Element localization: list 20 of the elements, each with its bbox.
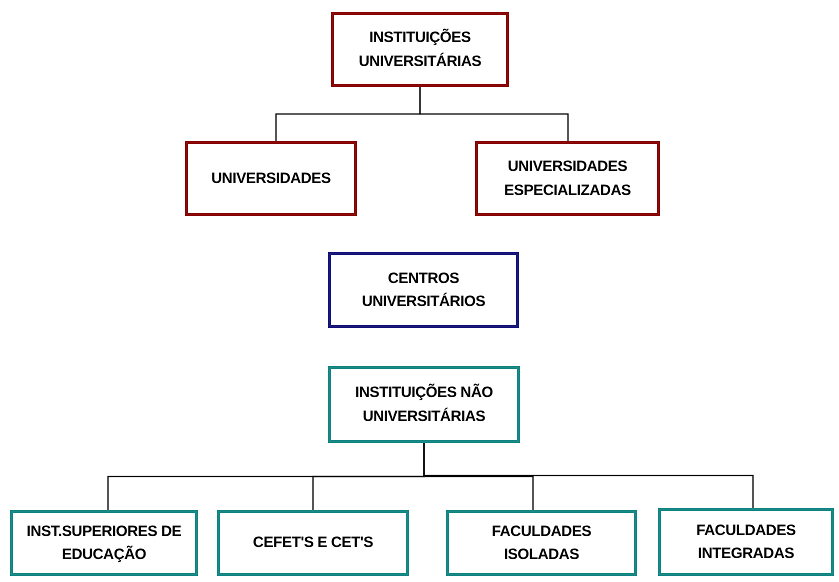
connector-line bbox=[423, 443, 754, 508]
box-label: UNIVERSIDADES ESPECIALIZADAS bbox=[503, 157, 632, 200]
connector-line bbox=[419, 87, 569, 141]
box-label: FACULDADES INTEGRADAS bbox=[695, 520, 797, 564]
category-box bbox=[331, 12, 509, 87]
box-label: FACULDADES ISOLADAS bbox=[490, 522, 592, 565]
category-box bbox=[217, 510, 409, 576]
box-label: INSTITUIÇÕES NÃO UNIVERSITÁRIAS bbox=[354, 382, 494, 426]
category-box bbox=[328, 252, 519, 328]
category-box bbox=[185, 141, 357, 216]
category-box bbox=[10, 510, 198, 576]
category-box bbox=[446, 510, 637, 576]
box-label: CENTROS UNIVERSITÁRIOS bbox=[360, 268, 486, 312]
box-label: CEFET'S E CET'S bbox=[252, 533, 374, 554]
box-label: UNIVERSIDADES bbox=[211, 168, 331, 189]
box-label: INST.SUPERIORES DE EDUCAÇÃO bbox=[26, 522, 182, 565]
box-label: INSTITUIÇÕES UNIVERSITÁRIAS bbox=[358, 28, 482, 72]
category-box bbox=[328, 366, 520, 443]
category-box bbox=[658, 508, 834, 576]
category-box bbox=[475, 141, 660, 216]
